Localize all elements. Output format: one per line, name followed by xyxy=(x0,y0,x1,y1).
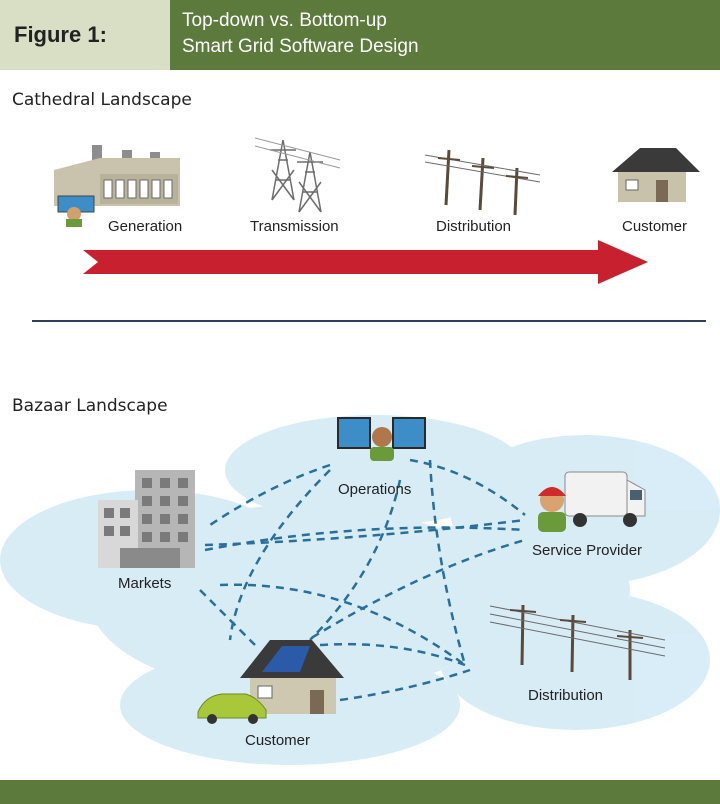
figure-title-box: Top-down vs. Bottom-up Smart Grid Softwa… xyxy=(170,0,720,70)
operations-icon xyxy=(337,417,426,461)
factory-icon xyxy=(54,145,180,227)
section-divider xyxy=(32,320,706,322)
service-truck-icon xyxy=(538,471,646,532)
node-label-operations: Operations xyxy=(338,481,412,498)
footer-bar xyxy=(0,780,720,804)
node-label-markets: Markets xyxy=(118,575,172,592)
figure-label-box: Figure 1: xyxy=(0,0,170,70)
cathedral-title: Cathedral Landscape xyxy=(12,90,192,110)
utility-pole-icon xyxy=(489,604,666,680)
figure-label: Figure 1: xyxy=(14,22,107,47)
node-label-service-provider: Service Provider xyxy=(532,542,643,559)
figure-title-line-1: Top-down vs. Bottom-up xyxy=(182,10,387,31)
transmission-tower-icon xyxy=(254,137,341,213)
house-icon xyxy=(612,148,700,202)
office-building-icon xyxy=(98,470,195,568)
bazaar-title: Bazaar Landscape xyxy=(12,396,168,416)
dashed-links xyxy=(199,458,526,702)
stage-label-distribution: Distribution xyxy=(436,218,512,235)
node-label-customer: Customer xyxy=(245,732,311,749)
process-arrow xyxy=(83,240,648,284)
figure-title: Top-down vs. Bottom-up Smart Grid Softwa… xyxy=(182,8,419,60)
cloud-background xyxy=(0,415,720,765)
figure-title-line-2: Smart Grid Software Design xyxy=(182,36,419,57)
stage-label-transmission: Transmission xyxy=(250,218,339,235)
stage-label-generation: Generation xyxy=(108,218,183,235)
solar-house-icon xyxy=(240,640,344,714)
stage-label-customer: Customer xyxy=(622,218,688,235)
node-label-distribution: Distribution xyxy=(528,687,604,704)
utility-pole-icon xyxy=(424,149,541,216)
electric-car-icon xyxy=(197,693,267,724)
